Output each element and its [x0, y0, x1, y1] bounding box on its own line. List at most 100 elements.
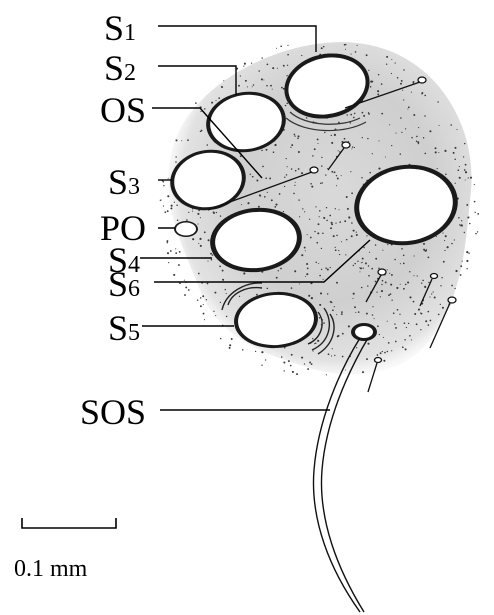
- stipple-dot: [377, 93, 379, 95]
- stipple-dot: [167, 195, 169, 197]
- stipple-dot: [334, 134, 336, 136]
- stipple-dot: [222, 279, 224, 281]
- stipple-dot: [216, 212, 217, 213]
- stipple-dot: [409, 296, 411, 298]
- stipple-dot: [267, 192, 268, 193]
- stipple-dot: [383, 360, 385, 362]
- stipple-dot: [403, 263, 405, 265]
- stipple-dot: [456, 129, 457, 130]
- stipple-dot: [223, 80, 224, 81]
- stipple-dot: [321, 182, 322, 183]
- stipple-dot: [184, 280, 185, 281]
- stipple-dot: [219, 266, 221, 268]
- stipple-dot: [382, 280, 384, 282]
- stipple-dot: [263, 79, 264, 80]
- stipple-dot: [203, 304, 204, 305]
- stipple-dot: [356, 231, 357, 232]
- stipple-dot: [443, 261, 445, 263]
- stipple-dot: [354, 263, 355, 264]
- stipple-dot: [284, 370, 285, 371]
- stipple-dot: [171, 205, 173, 207]
- stipple-dot: [164, 211, 166, 213]
- stipple-dot: [353, 293, 355, 295]
- stipple-dot: [265, 359, 266, 360]
- stipple-dot: [211, 102, 213, 104]
- stipple-dot: [293, 193, 295, 195]
- stipple-dot: [176, 204, 178, 206]
- stipple-dot: [231, 338, 233, 340]
- stipple-dot: [362, 262, 363, 263]
- stipple-dot: [174, 202, 175, 203]
- label-s5: S5: [108, 310, 140, 346]
- stipple-dot: [402, 346, 404, 348]
- stipple-dot: [427, 311, 429, 313]
- stipple-dot: [403, 255, 405, 257]
- stipple-dot: [391, 73, 392, 74]
- stipple-dot: [320, 292, 322, 294]
- stipple-dot: [206, 299, 207, 300]
- stipple-dot: [421, 92, 423, 94]
- stipple-dot: [192, 238, 194, 240]
- stipple-dot: [331, 135, 332, 136]
- stipple-dot: [345, 44, 346, 45]
- stipple-dot: [405, 284, 407, 286]
- stipple-dot: [298, 199, 299, 200]
- stipple-dot: [297, 138, 299, 140]
- stipple-dot: [440, 285, 441, 286]
- stipple-dot: [429, 130, 431, 132]
- stipple-dot: [454, 288, 455, 289]
- stipple-dot: [168, 262, 169, 263]
- stipple-dot: [319, 275, 321, 277]
- stipple-dot: [306, 273, 308, 275]
- stipple-dot: [459, 166, 460, 167]
- stipple-dot: [362, 371, 364, 373]
- stipple-dot: [197, 223, 198, 224]
- stipple-dot: [445, 174, 447, 176]
- stipple-dot: [423, 243, 425, 245]
- stipple-dot: [298, 168, 300, 170]
- stipple-dot: [336, 282, 338, 284]
- stipple-dot: [358, 311, 360, 313]
- stipple-dot: [372, 314, 374, 316]
- stipple-dot: [465, 171, 467, 173]
- stipple-dot: [421, 283, 422, 284]
- stipple-dot: [401, 132, 402, 133]
- stipple-dot: [391, 274, 393, 276]
- stipple-dot: [307, 234, 308, 235]
- stipple-dot: [286, 75, 287, 76]
- stipple-dot: [220, 215, 221, 216]
- stipple-dot: [366, 235, 367, 236]
- stipple-dot: [309, 219, 310, 220]
- stipple-dot: [406, 327, 407, 328]
- stipple-dot: [306, 263, 308, 265]
- stipple-dot: [243, 66, 244, 67]
- stipple-dot: [391, 300, 392, 301]
- scale-bar-label: 0.1 mm: [14, 556, 87, 583]
- stipple-dot: [204, 108, 206, 110]
- stipple-dot: [319, 317, 321, 319]
- stipple-dot: [258, 206, 260, 208]
- stipple-dot: [252, 176, 254, 178]
- stipple-dot: [366, 313, 368, 315]
- stipple-dot: [262, 166, 264, 168]
- stipple-dot: [298, 151, 300, 153]
- stipple-dot: [350, 114, 352, 116]
- stipple-dot: [261, 57, 262, 58]
- stipple-dot: [351, 235, 353, 237]
- stipple-dot: [229, 344, 231, 346]
- label-s3: S3: [108, 164, 140, 200]
- stipple-dot: [435, 151, 437, 153]
- stipple-dot: [346, 114, 347, 115]
- stipple-dot: [444, 250, 445, 251]
- stipple-dot: [218, 97, 220, 99]
- stipple-dot: [301, 254, 303, 256]
- pore-po: [174, 221, 198, 237]
- stipple-dot: [418, 127, 419, 128]
- stipple-dot: [425, 320, 427, 322]
- stipple-dot: [458, 217, 460, 219]
- stipple-dot: [327, 268, 329, 270]
- stipple-dot: [332, 309, 334, 311]
- stipple-dot: [287, 65, 288, 66]
- stipple-dot: [338, 209, 339, 210]
- stipple-dot: [438, 314, 440, 316]
